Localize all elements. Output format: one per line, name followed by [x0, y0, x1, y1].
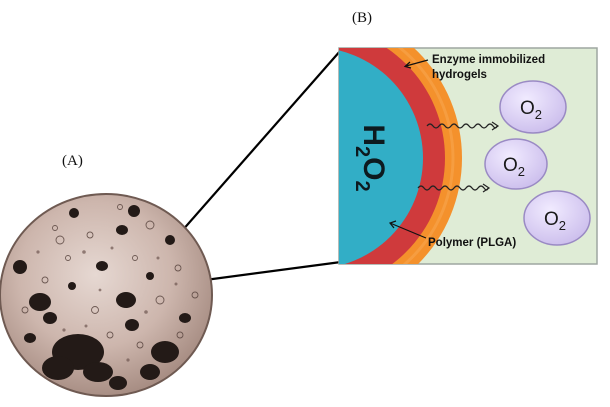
diffusion-arrow-lower [417, 183, 491, 193]
h2o2-h-sub: 2 [351, 146, 373, 157]
h2o2-label: H2O2 [351, 124, 390, 191]
oxygen-bubble-1: O2 [499, 80, 567, 134]
svg-text:O2: O2 [544, 209, 566, 233]
oxygen-bubble-2: O2 [484, 138, 548, 190]
h2o2-o-sub: 2 [351, 181, 373, 192]
panel-label-a: (A) [62, 153, 83, 169]
annotation-plga: Polymer (PLGA) [428, 237, 516, 249]
panel-label-b: (B) [352, 10, 372, 26]
h2o2-h: H [357, 124, 390, 146]
annotation-hydrogel-line1: Enzyme immobilized [432, 54, 545, 66]
svg-text:O2: O2 [503, 155, 525, 179]
diffusion-arrow-upper [426, 121, 500, 131]
svg-text:O2: O2 [520, 98, 542, 122]
annotation-hydrogel-line2: hydrogels [432, 69, 487, 81]
annotation-arrow-plga [389, 222, 427, 239]
oxygen-bubble-3: O2 [523, 190, 591, 246]
h2o2-o: O [357, 157, 390, 180]
svg-text:H2O2: H2O2 [351, 124, 390, 191]
particle-micrograph [0, 193, 213, 397]
h2o2-core [339, 50, 423, 264]
annotation-arrow-hydrogel [405, 59, 429, 67]
panel-b-diagram: H2O2 O2 O2 O2 [338, 47, 598, 265]
